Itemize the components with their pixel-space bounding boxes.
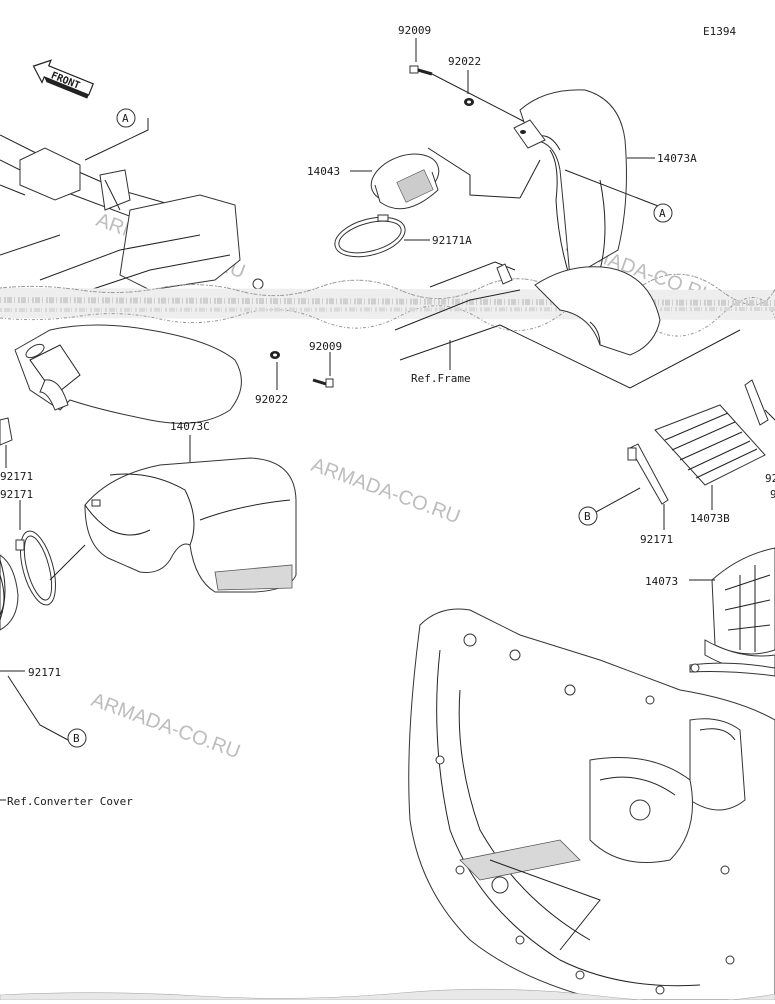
duct-left-middle (14, 324, 242, 424)
label-14043: 14043 (307, 165, 340, 178)
converter-cover (408, 608, 775, 1001)
clamp-92171A (334, 214, 430, 258)
label-14073C: 14073C (170, 420, 210, 433)
callout-b-left: B (67, 728, 87, 748)
duct-14073A (513, 89, 659, 279)
label-92171-d: 92171 (640, 533, 673, 546)
diagram-id: E1394 (703, 25, 736, 38)
duct-lower-14073A (394, 261, 741, 389)
washer-92022-mid (270, 351, 280, 390)
duct-left-cut (0, 554, 19, 631)
label-92171-a: 92171 (0, 470, 33, 483)
svg-text:A: A (122, 112, 129, 125)
frame-top-left (0, 118, 264, 301)
svg-text:B: B (73, 732, 80, 745)
label-14073A: 14073A (657, 152, 697, 165)
label-92171-c: 92171 (28, 666, 61, 679)
duct-14073C (84, 435, 297, 593)
callout-b-right: B (578, 506, 598, 526)
label-14073B: 14073B (690, 512, 730, 525)
strap-92171-right (595, 443, 669, 530)
clamp-left-middle (15, 500, 86, 606)
label-92022-top: 92022 (448, 55, 481, 68)
label-92-cut: 92 (765, 472, 775, 485)
label-9-cut: 9 (770, 488, 775, 501)
label-14073: 14073 (645, 575, 678, 588)
front-arrow-icon: FRONT (32, 59, 95, 99)
strap-top-right (744, 379, 775, 426)
boot-14073B (654, 404, 766, 510)
callout-a-top: A (116, 108, 136, 128)
watermark-3: ARMADA-CO.RU (308, 454, 463, 528)
callout-a-right: A (653, 203, 673, 223)
intake-14073 (689, 547, 775, 672)
label-92022-mid: 92022 (255, 393, 288, 406)
bolt-92009-mid (312, 352, 334, 388)
svg-text:B: B (584, 510, 591, 523)
label-ref-frame: Ref.Frame (411, 372, 471, 385)
label-92171A: 92171A (432, 234, 472, 247)
bolt-92009-top (409, 38, 526, 123)
clamp-left-upper (0, 417, 13, 468)
svg-text:A: A (659, 207, 666, 220)
filter-14043 (350, 147, 521, 210)
label-ref-converter: Ref.Converter Cover (7, 795, 133, 808)
label-92009-mid: 92009 (309, 340, 342, 353)
label-92009-top: 92009 (398, 24, 431, 37)
label-92171-b: 92171 (0, 488, 33, 501)
watermark-4: ARMADA-CO.RU (88, 689, 243, 763)
washer-92022-top (464, 70, 474, 106)
clamp-right-lower (689, 662, 775, 677)
